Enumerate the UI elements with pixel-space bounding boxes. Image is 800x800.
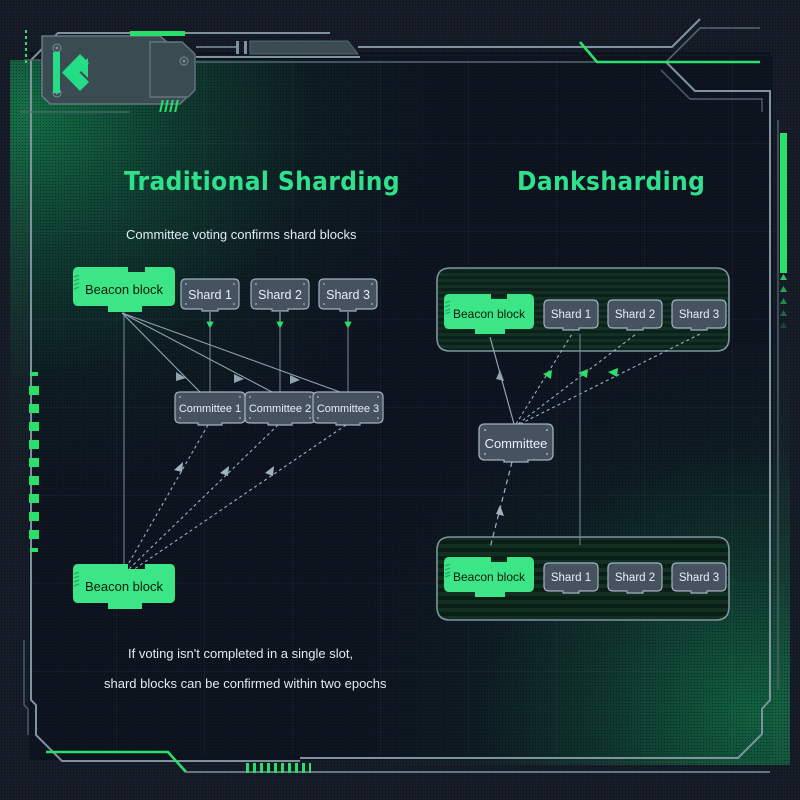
left-caption-bottom-line1: If voting isn't completed in a single sl… (128, 646, 354, 661)
dank-top-shard-3[interactable]: Shard 3 (671, 299, 727, 331)
left-column-title: Traditional Sharding (124, 167, 401, 197)
accent-line-top-right (579, 41, 760, 64)
kucoin-logo-icon (53, 52, 89, 93)
dank-committee-label: Committee (484, 435, 548, 451)
left-shard-3[interactable]: Shard 3 (318, 278, 378, 312)
frame-right-edge (300, 105, 771, 759)
line-beacon-committee1 (121, 312, 201, 393)
left-committee-3-label: Committee 3 (316, 402, 380, 415)
left-committee-2[interactable]: Committee 2 (244, 391, 316, 426)
right-triangle-stack (780, 262, 787, 328)
dank-top-shard-3-label: Shard 3 (678, 309, 720, 321)
left-committee-1[interactable]: Committee 1 (174, 391, 246, 426)
line-beacon-committee2 (121, 312, 273, 393)
left-beacon-top-label: Beacon block (84, 282, 164, 297)
dank-top-shard-1[interactable]: Shard 1 (543, 299, 599, 331)
dotted-dank-shard1 (515, 333, 573, 425)
accent-line-bottom-left (46, 750, 187, 773)
left-beacon-block-bottom[interactable]: Beacon block (72, 563, 176, 610)
bottom-dash-row (246, 763, 311, 773)
right-column-title: Danksharding (517, 167, 706, 197)
frame-left-edge (30, 96, 300, 762)
left-beacon-block-top[interactable]: Beacon block (72, 266, 176, 313)
dank-committee[interactable]: Committee (478, 423, 554, 463)
dank-bottom-shard-2-label: Shard 2 (614, 572, 656, 584)
dank-bottom-beacon-label: Beacon block (452, 570, 526, 584)
left-committee-1-label: Committee 1 (178, 402, 242, 415)
left-committee-2-label: Committee 2 (248, 402, 312, 415)
left-beacon-bottom-label: Beacon block (84, 579, 164, 594)
corner-dot-column (25, 30, 27, 63)
left-shard-2[interactable]: Shard 2 (250, 278, 310, 312)
left-shard-1-label: Shard 1 (188, 288, 232, 302)
dank-top-shard-2[interactable]: Shard 2 (607, 299, 663, 331)
left-shard-3-label: Shard 3 (326, 288, 370, 302)
left-committee-3[interactable]: Committee 3 (312, 391, 384, 426)
kucoin-logo-plate (20, 31, 196, 113)
background-grid (28, 55, 773, 755)
dotted-committee3-beacon (129, 424, 347, 573)
dank-bottom-shard-1-label: Shard 1 (550, 572, 592, 584)
line-beacon-committee3 (121, 312, 341, 393)
dank-bottom-shard-3[interactable]: Shard 3 (671, 562, 727, 594)
dotted-dank-shard2 (517, 333, 637, 425)
dank-top-beacon-block[interactable]: Beacon block (443, 293, 535, 335)
dank-top-shard-2-label: Shard 2 (614, 309, 656, 321)
dank-bottom-shard-2[interactable]: Shard 2 (607, 562, 663, 594)
left-shard-1[interactable]: Shard 1 (180, 278, 240, 312)
dashed-committee-bottom-beacon (489, 461, 513, 549)
frame-top-left-edge (30, 32, 330, 96)
dank-top-shard-1-label: Shard 1 (550, 309, 592, 321)
dank-bottom-shard-3-label: Shard 3 (678, 572, 720, 584)
left-dash-column (29, 372, 39, 552)
right-accent-bar (780, 133, 787, 273)
dotted-dank-shard3 (519, 333, 701, 425)
dank-bottom-beacon-block[interactable]: Beacon block (443, 556, 535, 598)
dank-bottom-shard-1[interactable]: Shard 1 (543, 562, 599, 594)
left-shard-2-label: Shard 2 (258, 288, 302, 302)
dotted-committee2-beacon (127, 424, 279, 571)
frame-top-right-edge (665, 61, 771, 105)
left-caption-top: Committee voting confirms shard blocks (126, 227, 357, 242)
dank-top-beacon-label: Beacon block (452, 307, 526, 321)
left-caption-bottom-line2: shard blocks can be confirmed within two… (104, 676, 387, 691)
